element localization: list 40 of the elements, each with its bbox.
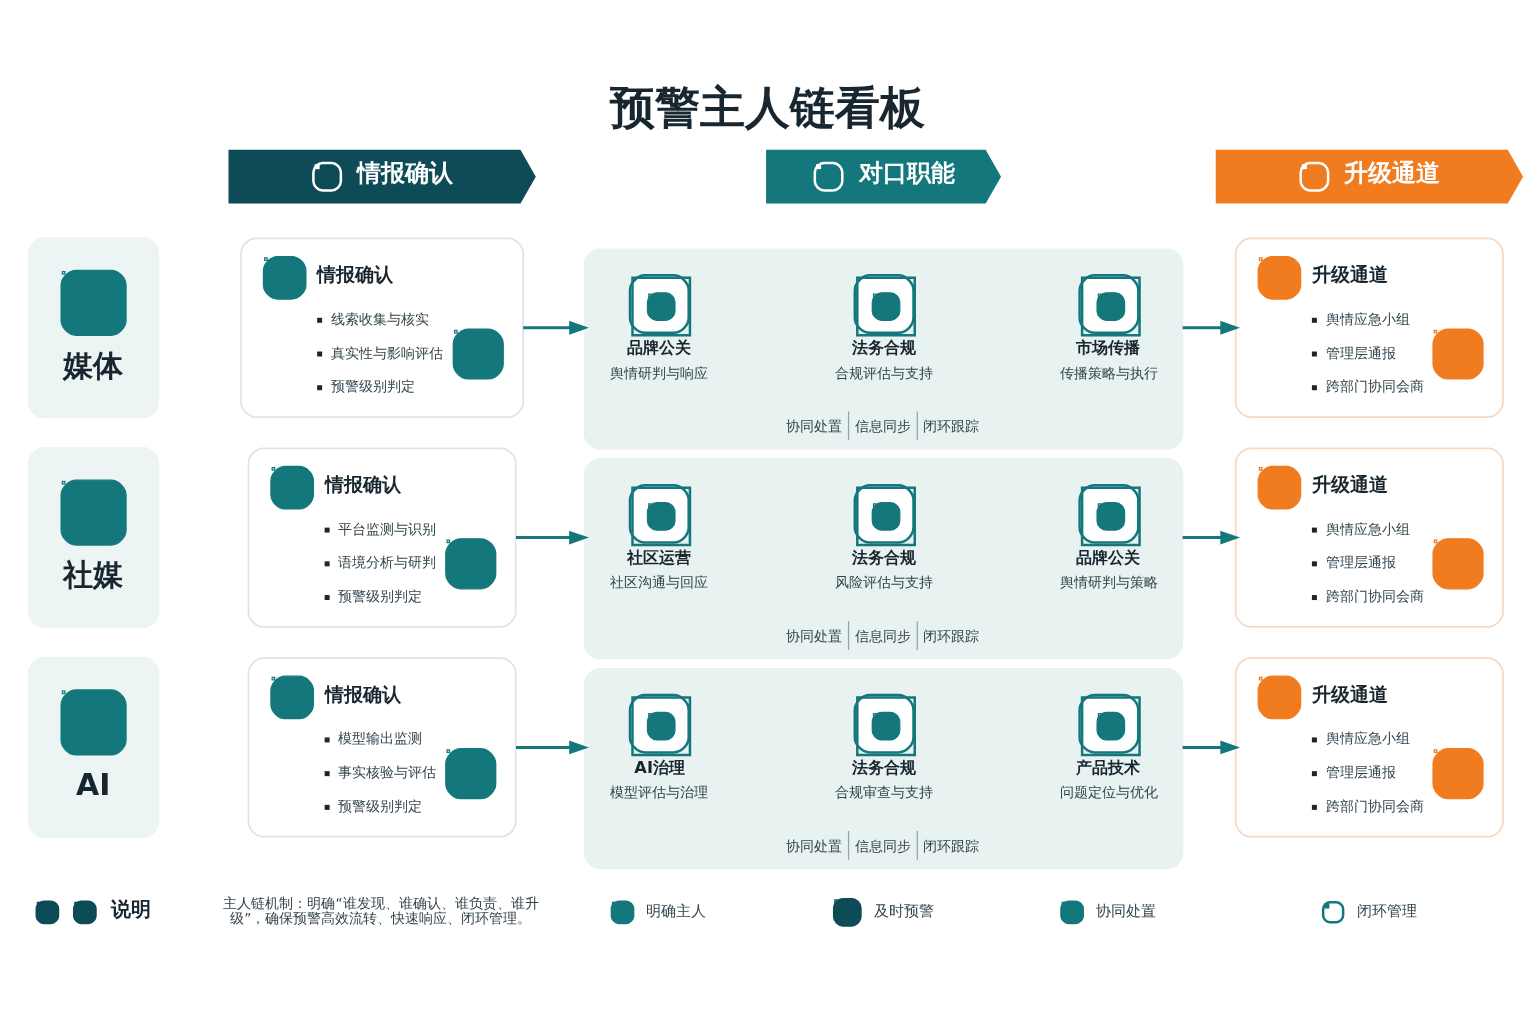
node-box: 升级通道 舆情应急小组 管理层通报 跨部门协同会商: [1234, 237, 1504, 418]
label: 说明: [111, 896, 152, 921]
legend-label: 协同处置: [1095, 902, 1156, 921]
node-box: 升级通道 舆情应急小组 管理层通报 跨部门协同会商: [1234, 657, 1504, 838]
node-label: 法务合规: [851, 757, 916, 777]
node-box: 情报确认 平台监测与识别 语境分析与研判 预警级别判定: [247, 447, 517, 628]
node-label: 传播策略与执行: [1059, 364, 1158, 381]
arrow: [1182, 740, 1241, 755]
node-label: 社区沟通与回应: [610, 574, 709, 591]
node-label: 合规审查与支持: [834, 784, 933, 801]
node-label: 社区运营: [626, 548, 691, 568]
node-box: 社媒: [28, 447, 160, 629]
node-box: 升级通道 舆情应急小组 管理层通报 跨部门协同会商: [1234, 447, 1504, 628]
node-label: 市场传播: [1076, 338, 1141, 358]
diagram-title: 预警主人链看板: [610, 80, 926, 134]
node-label: 法务合规: [851, 338, 916, 358]
arrow: [523, 320, 589, 335]
arrow: [1182, 530, 1241, 545]
node-label: 品牌公关: [626, 338, 691, 358]
arrow: [516, 530, 589, 545]
node-label: 合规评估与支持: [834, 364, 933, 381]
node-label: 问题定位与优化: [1059, 784, 1158, 801]
node-label: 法务合规: [851, 548, 916, 568]
legend-label: 及时预警: [873, 902, 934, 921]
node-label: 舆情研判与策略: [1059, 574, 1158, 591]
node-box: 情报确认 线索收集与核实 真实性与影响评估 预警级别判定: [240, 237, 525, 418]
node-label: 舆情研判与响应: [610, 364, 709, 381]
node-box: AI: [28, 656, 160, 838]
node-label: 产品技术: [1076, 757, 1141, 777]
arrow: [516, 740, 589, 755]
node-label: 风险评估与支持: [834, 574, 933, 591]
node-label: 模型评估与治理: [610, 784, 709, 801]
legend-label: 明确主人: [646, 902, 707, 921]
node-box: 情报确认 模型输出监测 事实核验与评估 预警级别判定: [247, 657, 517, 838]
node-label: AI治理: [634, 757, 685, 777]
arrow: [1182, 320, 1241, 335]
node-box: 媒体: [28, 237, 160, 419]
label: 主人链机制：明确“谁发现、谁确认、谁负责、谁升级”，确保预警高效流转、快速响应、闭环管理。: [223, 895, 539, 927]
node-label: 品牌公关: [1076, 548, 1141, 568]
legend-label: 闭环管理: [1356, 902, 1417, 921]
